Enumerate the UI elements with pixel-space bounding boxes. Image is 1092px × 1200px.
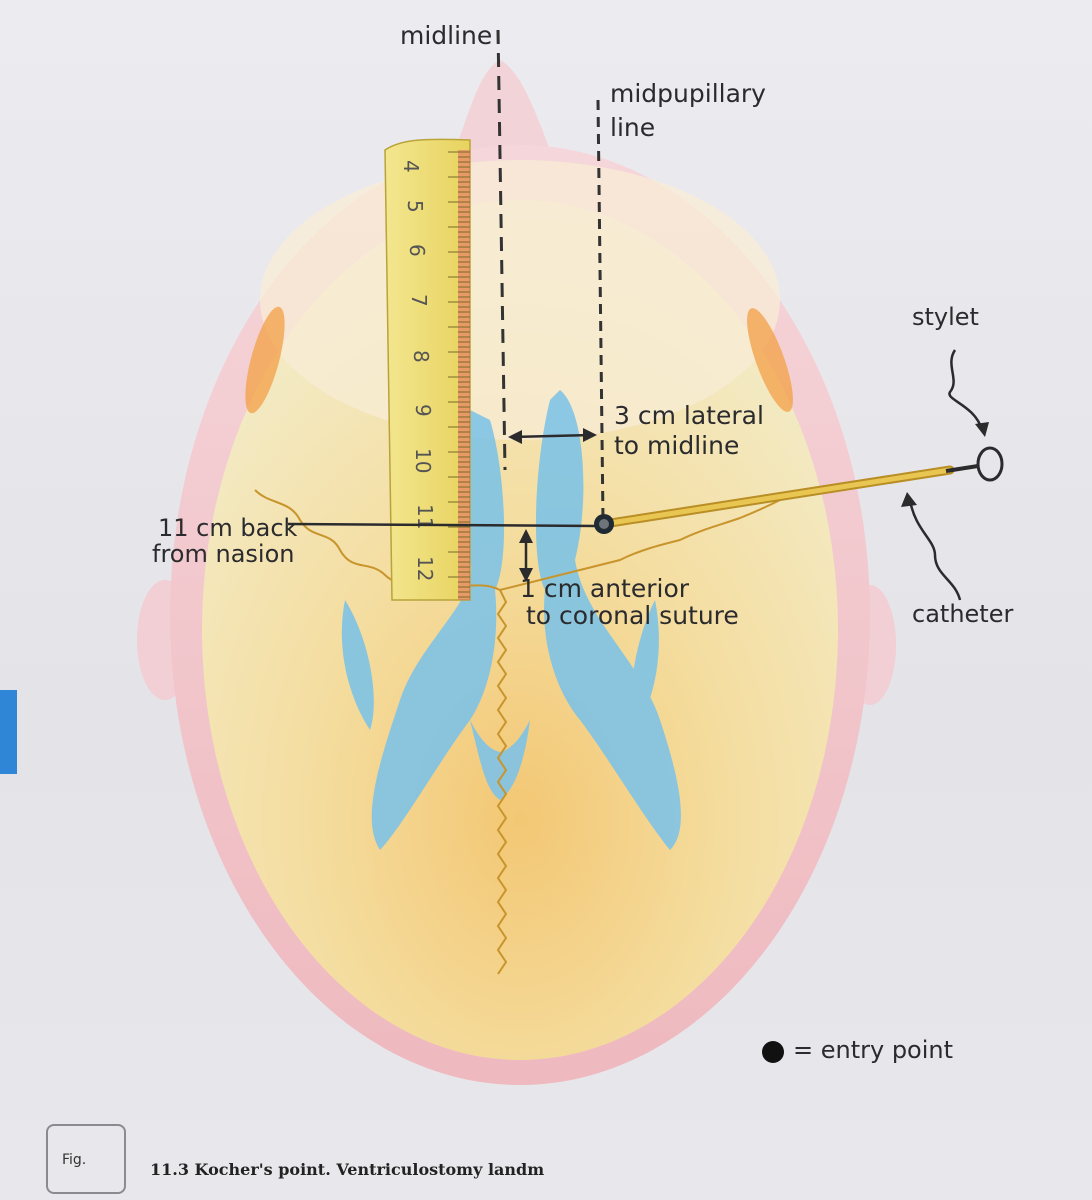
coronal-suture <box>254 489 781 592</box>
frontal-highlight <box>260 160 780 440</box>
catheter-label: catheter <box>912 600 1013 628</box>
midpupillary-label-line2: line <box>610 113 655 142</box>
nose-shape <box>455 60 550 150</box>
eleven-cm-line <box>287 522 599 528</box>
anterior-label-line2: to coronal suture <box>526 601 739 630</box>
midline-dashed <box>496 29 507 471</box>
entry-point-dot <box>594 514 614 534</box>
ruler-number-4: 4 <box>399 160 423 173</box>
left-temporal-patch <box>245 306 285 414</box>
ruler-number-10: 10 <box>411 448 435 473</box>
lateral-arrow <box>508 428 597 444</box>
lateral-label-line2: to midline <box>614 431 739 460</box>
sagittal-suture <box>496 589 508 975</box>
midline-label: midline <box>400 21 492 50</box>
ruler-number-8: 8 <box>409 350 433 363</box>
midpupillary-dashed <box>596 99 605 521</box>
ruler: 4 5 6 7 8 9 10 11 12 <box>384 138 471 601</box>
back-label-line2: from nasion <box>152 540 294 568</box>
legend-label: = entry point <box>793 1036 953 1064</box>
caption-prefix: Fig. <box>62 1152 87 1168</box>
ruler-number-9: 9 <box>411 404 435 417</box>
anterior-arrow <box>519 529 533 582</box>
stylet-label: stylet <box>912 303 979 331</box>
ruler-number-6: 6 <box>405 244 429 257</box>
scanner-app-icon[interactable] <box>46 1124 126 1194</box>
midpupillary-label-line1: midpupillary <box>610 79 766 108</box>
catheter <box>599 446 1004 529</box>
catheter-pointer <box>908 499 962 601</box>
page-side-tab <box>0 690 17 774</box>
anterior-label-line1: 1 cm anterior <box>520 574 690 603</box>
stylet-pointer <box>948 349 984 431</box>
ruler-number-12: 12 <box>413 556 437 581</box>
figure-caption: 11.3 Kocher's point. Ventriculostomy lan… <box>150 1160 545 1179</box>
lateral-label-line1: 3 cm lateral <box>614 401 764 430</box>
legend-dot <box>762 1041 784 1063</box>
brain-surface <box>202 200 838 1060</box>
right-temporal-patch <box>747 308 793 412</box>
ruler-number-5: 5 <box>403 200 427 213</box>
ruler-number-7: 7 <box>407 294 431 307</box>
back-label-line1: 11 cm back <box>158 514 298 542</box>
